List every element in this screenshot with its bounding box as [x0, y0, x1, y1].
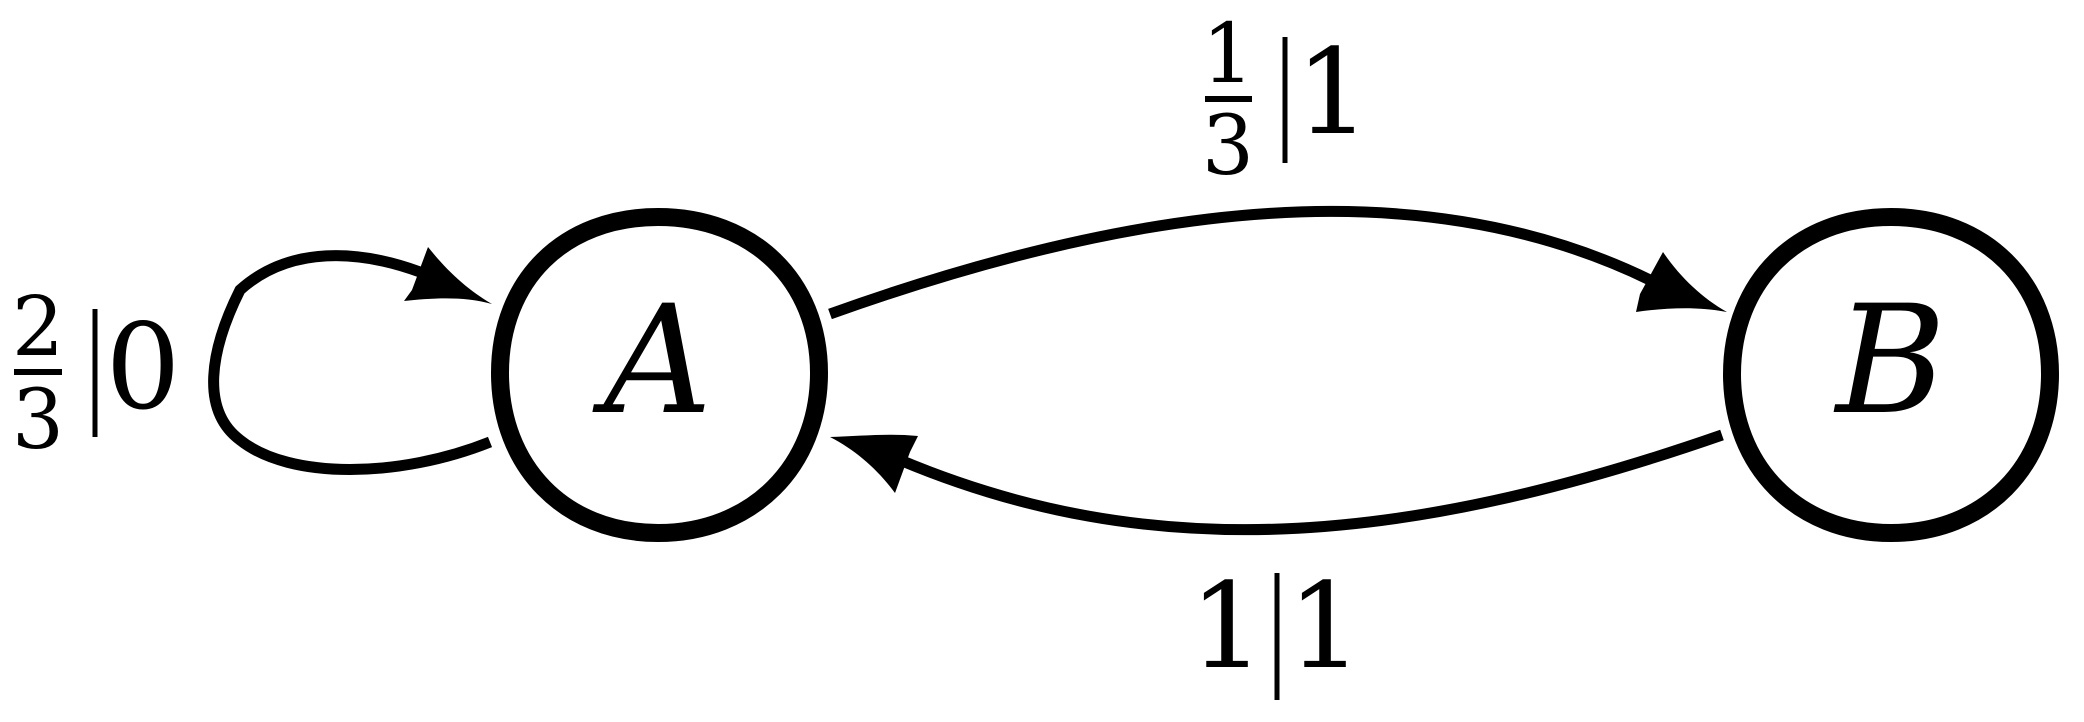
edge-b-to-a-label: 1 1 [1189, 557, 1363, 700]
state-b-circle [1722, 207, 2060, 543]
self-loop-a-label: 2 3 0 [12, 280, 181, 468]
self-loop-a-denominator: 3 [12, 373, 64, 468]
state-b: B [1722, 207, 2060, 543]
edge-a-to-b-numerator: 1 [1202, 7, 1254, 102]
self-loop-a-numerator: 2 [12, 280, 64, 375]
edge-b-to-a-probability: 1 [1189, 557, 1264, 695]
edge-a-to-b-denominator: 3 [1202, 99, 1254, 194]
state-a-label: A [592, 274, 712, 448]
state-b-label: B [1833, 274, 1946, 448]
edge-b-to-a-output: 1 [1287, 557, 1362, 695]
edge-a-to-b-arrowhead [1636, 252, 1727, 312]
self-loop-a-edge [208, 250, 493, 475]
self-loop-a-arrowhead [404, 247, 492, 304]
self-loop-a-output: 0 [105, 298, 180, 436]
edge-a-to-b-output: 1 [1295, 23, 1370, 161]
edge-b-to-a-arrowhead [830, 434, 918, 493]
edge-a-to-b-label: 1 3 1 [1202, 7, 1371, 194]
edge-a-to-b [828, 205, 1727, 320]
self-loop-a [208, 247, 493, 475]
edge-a-to-b-path [828, 205, 1653, 320]
state-a-circle [490, 207, 829, 543]
edge-b-to-a [830, 429, 1724, 536]
state-a: A [490, 207, 829, 543]
edge-b-to-a-path [897, 429, 1724, 536]
